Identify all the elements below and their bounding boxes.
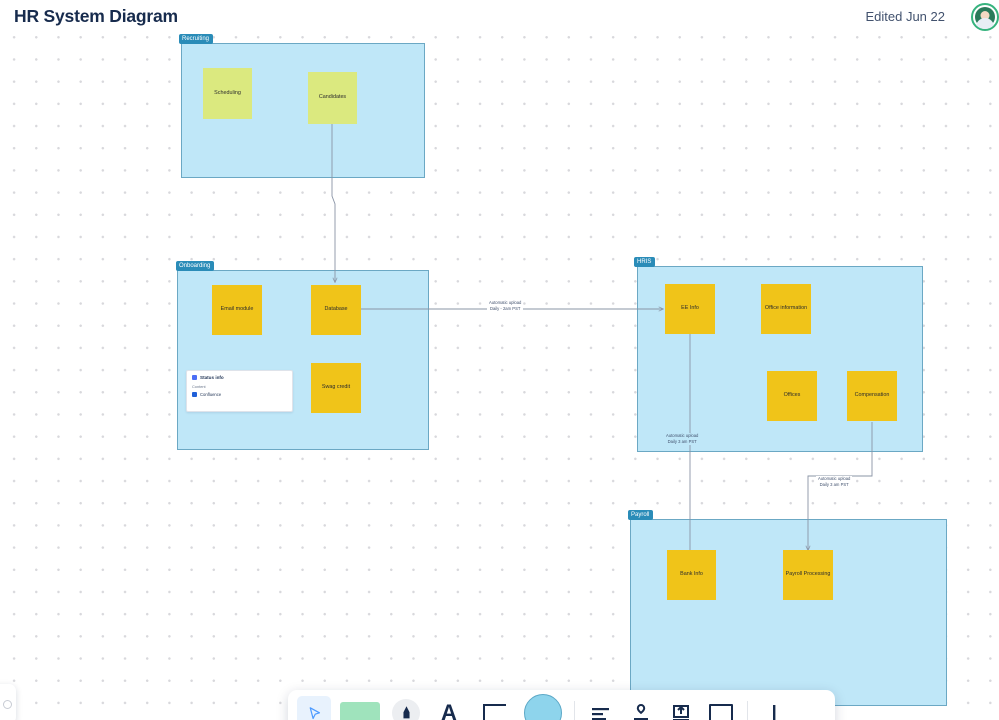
edge-label-1-line2: Daily - 2am PST [489, 306, 521, 312]
note-bank-info-label: Bank Info [680, 571, 703, 578]
note-scheduling-label: Scheduling [214, 89, 241, 96]
frame-tool[interactable] [475, 696, 515, 720]
shape-color-swatch[interactable] [337, 696, 383, 720]
edited-timestamp: Edited Jun 22 [865, 9, 945, 24]
note-payroll-processing[interactable]: Payroll Processing [783, 550, 833, 600]
container-payroll[interactable] [630, 519, 947, 706]
container-label-hris[interactable]: HRIS [634, 257, 656, 267]
cursor-icon [306, 705, 323, 720]
edge-label-2-line2: Daily 3 am PST [667, 439, 697, 445]
note-database-label: Database [324, 306, 348, 313]
select-tool[interactable] [297, 696, 331, 720]
edge-label-compensation-to-payrollprocessing: Automatic upload Daily 3 am PST [816, 476, 853, 489]
marker-pen-icon [392, 699, 420, 720]
align-tool[interactable] [584, 696, 618, 720]
card-tool[interactable] [704, 696, 738, 720]
container-label-payroll[interactable]: Payroll [628, 510, 654, 520]
edge-label-eeinfo-to-bankinfo: Automatic upload Daily 3 am PST [664, 433, 701, 446]
toolbar-divider-2 [747, 701, 748, 720]
note-offices-label: Offices [783, 392, 801, 399]
align-lines-icon [591, 705, 611, 720]
status-info-card[interactable]: Status info Content Confluence [186, 370, 293, 412]
left-mini-panel[interactable] [0, 684, 16, 720]
status-card-subtitle: Content [192, 384, 206, 389]
edge-label-3-line2: Daily 3 am PST [819, 482, 849, 488]
note-email-module[interactable]: Email module [212, 285, 262, 335]
note-swag-credit[interactable]: Swag credit [311, 363, 361, 413]
toolbar-divider-1 [574, 701, 575, 720]
note-candidates[interactable]: Candidates [308, 72, 357, 124]
upload-tool[interactable] [664, 696, 698, 720]
page-title[interactable]: HR System Diagram [14, 6, 178, 26]
note-offices[interactable]: Offices [767, 371, 817, 421]
confluence-icon [192, 392, 197, 397]
frame-icon [482, 703, 508, 720]
circle-shape-tool[interactable] [521, 694, 565, 720]
card-icon [709, 704, 733, 720]
stamp-tool[interactable] [624, 696, 658, 720]
green-rectangle-icon [340, 701, 380, 720]
more-tool[interactable] [757, 696, 791, 720]
note-ee-info[interactable]: EE Info [665, 284, 715, 334]
note-candidates-label: Candidates [318, 94, 347, 101]
avatar-head [980, 11, 990, 20]
edge-label-database-to-eeinfo: Automatic upload Daily - 2am PST [487, 300, 524, 313]
note-compensation[interactable]: Compensation [847, 371, 897, 421]
edge-label-2-line1: Automatic upload [666, 433, 699, 438]
user-avatar[interactable] [971, 3, 999, 31]
note-scheduling[interactable]: Scheduling [203, 68, 252, 119]
note-compensation-label: Compensation [854, 392, 890, 399]
note-payroll-processing-label: Payroll Processing [785, 571, 831, 578]
note-office-information-label: Office information [764, 305, 808, 312]
status-card-title: Status info [200, 375, 224, 380]
page-icon [192, 375, 197, 380]
note-email-module-label: Email module [220, 306, 254, 313]
panel-toggle-icon[interactable] [3, 699, 12, 709]
note-bank-info[interactable]: Bank Info [667, 550, 716, 600]
circle-icon [524, 694, 562, 720]
avatar-image [975, 7, 995, 29]
avatar-body [976, 18, 994, 29]
note-office-information[interactable]: Office information [761, 284, 811, 334]
container-label-onboarding[interactable]: Onboarding [176, 261, 215, 271]
note-swag-credit-label: Swag credit [321, 384, 351, 391]
upload-icon [671, 703, 691, 720]
stamp-icon [632, 703, 650, 720]
bottom-toolbar[interactable]: A [288, 690, 835, 720]
pen-tool[interactable] [389, 696, 423, 720]
note-ee-info-label: EE Info [681, 305, 699, 312]
text-tool[interactable]: A [429, 696, 469, 720]
container-label-recruiting[interactable]: Recruiting [179, 34, 214, 44]
text-a-icon: A [441, 700, 457, 720]
note-database[interactable]: Database [311, 285, 361, 335]
more-icon [767, 703, 781, 720]
status-card-link[interactable]: Confluence [200, 392, 222, 397]
edge-label-1-line1: Automatic upload [489, 300, 522, 305]
top-bar: HR System Diagram Edited Jun 22 [0, 0, 999, 32]
